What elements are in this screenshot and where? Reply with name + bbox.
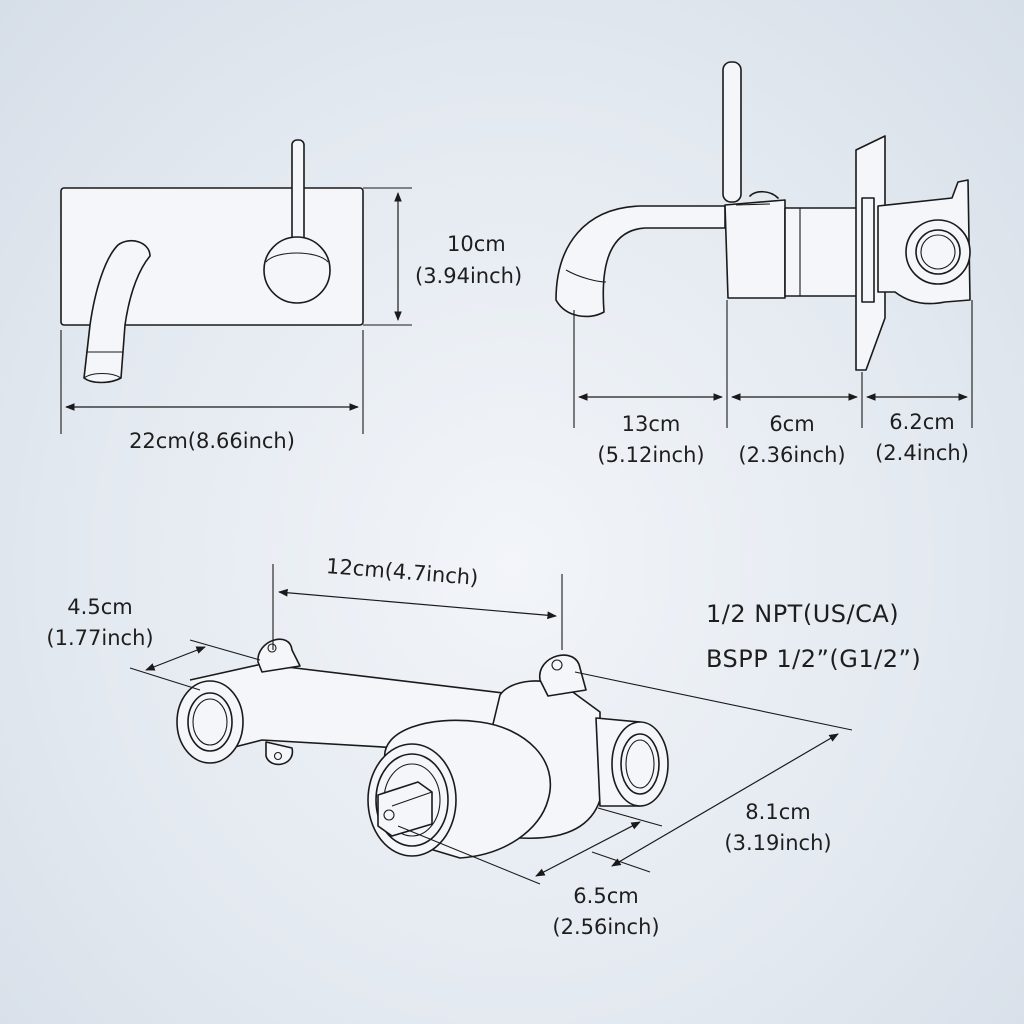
- outlet-dimension-line: [535, 821, 641, 877]
- mount-ear-top-left: [257, 638, 301, 673]
- side-spout-in-label: (5.12inch): [597, 443, 705, 467]
- front-width-label: 22cm(8.66inch): [129, 429, 295, 453]
- valve-diag-in-label: (3.19inch): [724, 831, 832, 855]
- handle-knob: [263, 236, 331, 304]
- mount-ear-bottom-left: [265, 741, 293, 766]
- side-body-cm-label: 6cm: [769, 412, 815, 436]
- spout-front: [83, 240, 151, 384]
- spout-side: [555, 205, 726, 318]
- connector-body: [784, 207, 861, 297]
- side-plate-in-label: (2.4inch): [875, 441, 969, 465]
- side-view-drawing: [555, 61, 973, 428]
- valve-diag-cm-label: 8.1cm: [745, 800, 811, 824]
- handle-lever: [291, 139, 305, 249]
- front-height-cm-label: 10cm: [447, 232, 506, 256]
- cartridge-stem: [377, 781, 433, 837]
- side-plate-cm-label: 6.2cm: [889, 410, 955, 434]
- thread-spec-npt: 1/2 NPT(US/CA): [706, 600, 900, 628]
- valve-outlet-in-label: (2.56inch): [552, 915, 660, 939]
- depth-dimension-line: [145, 646, 206, 671]
- valve-outlet-cm-label: 6.5cm: [573, 884, 639, 908]
- lever-side: [722, 61, 742, 203]
- valve-view-drawing: [129, 564, 853, 885]
- front-height-in-label: (3.94inch): [415, 264, 523, 288]
- front-view-drawing: [60, 139, 412, 434]
- valve-depth-cm-label: 4.5cm: [67, 595, 133, 619]
- diag-dimension-line: [611, 733, 839, 867]
- thread-spec-bspp: BSPP 1/2”(G1/2”): [706, 645, 922, 673]
- side-spout-cm-label: 13cm: [621, 412, 681, 436]
- valve-depth-in-label: (1.77inch): [46, 626, 154, 650]
- mount-ear-top-right: [539, 654, 587, 697]
- handle-body-side: [724, 199, 786, 299]
- length-dimension-line: [278, 588, 557, 620]
- side-body-in-label: (2.36inch): [738, 443, 846, 467]
